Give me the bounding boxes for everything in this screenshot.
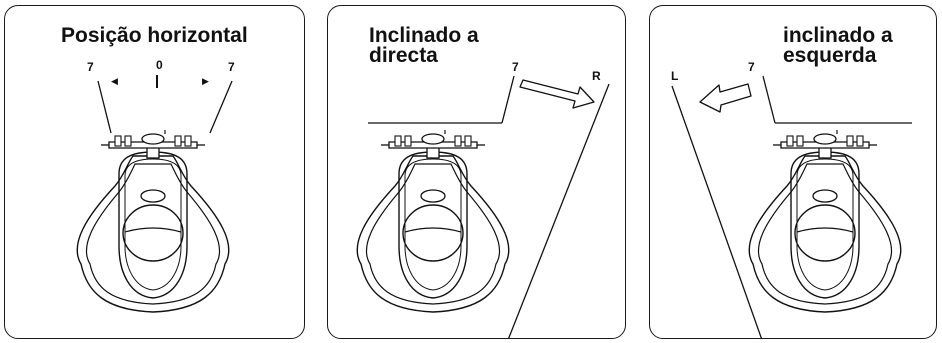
jet-ski-icon xyxy=(356,130,510,313)
panel-title-line2: directa xyxy=(369,44,438,67)
panel-title-line1: inclinado a xyxy=(783,24,893,47)
tilt-axis-line xyxy=(671,85,762,338)
right-limit-label: 7 xyxy=(228,60,235,74)
jet-ski-icon xyxy=(748,130,902,313)
horizontal-diagram-svg xyxy=(76,75,233,313)
right-pointer-icon: ▶ xyxy=(202,76,209,86)
panel-title-line1: Inclinado a xyxy=(369,24,479,47)
tilt-axis-line xyxy=(508,83,610,338)
panel-tilted-left: inclinado a esquerda 7 L xyxy=(649,5,937,339)
tilted-right-diagram-svg xyxy=(356,75,610,338)
right-limit-line xyxy=(209,80,233,134)
tilted-left-diagram-svg xyxy=(671,75,912,338)
direction-label: R xyxy=(592,69,601,83)
tilt-limit-line xyxy=(762,75,776,124)
jet-ski-icon xyxy=(76,130,230,313)
arrow-right-icon xyxy=(519,79,595,109)
direction-label: L xyxy=(671,69,679,83)
tilt-limit-label: 7 xyxy=(748,60,755,74)
left-limit-label: 7 xyxy=(87,60,94,74)
tilt-limit-line xyxy=(501,75,515,124)
left-pointer-icon: ◀ xyxy=(111,76,118,86)
center-label: 0 xyxy=(156,58,163,72)
panel-horizontal-position: Posição horizontal 7 0 7 ◀ ▶ xyxy=(4,5,305,339)
tilt-limit-label: 7 xyxy=(512,60,519,74)
panel-tilted-right: Inclinado a directa 7 R xyxy=(327,5,626,339)
panel-title: Posição horizontal xyxy=(61,24,248,47)
arrow-left-icon xyxy=(699,83,752,113)
left-limit-line xyxy=(97,80,112,134)
panel-title-line2: esquerda xyxy=(783,44,877,67)
